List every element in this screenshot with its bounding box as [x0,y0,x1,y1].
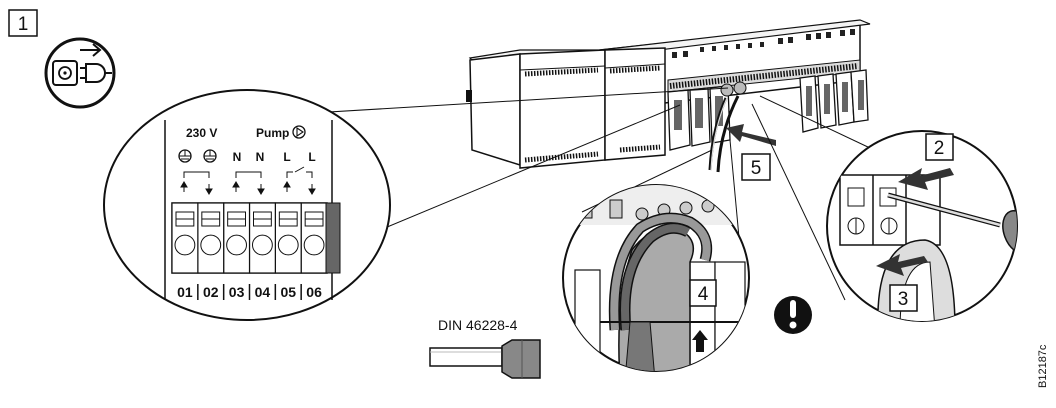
conductor-label: N [233,150,242,164]
pump-symbol-icon [292,125,306,139]
voltage-label: 230 V [186,126,217,140]
step-3-label: 3 [898,289,909,310]
conductor-label: L [308,150,315,164]
step-4-label: 4 [698,284,709,305]
circuit-brackets [183,166,313,178]
arrow-icon [180,181,316,195]
ferrule-standard-label: DIN 46228-4 [438,317,518,333]
terminal-cell [248,202,276,274]
ground-symbol-icon [203,149,217,163]
terminal-cell [197,202,225,274]
insert-arrow-icon [726,124,776,146]
terminal-number: 06 [306,284,322,300]
terminal-block [171,202,341,274]
step-2-box [925,133,954,161]
pump-label: Pump [256,126,289,140]
warning-exclamation-icon [774,296,812,334]
terminal-number: 02 [203,284,219,300]
ground-symbol-icon [178,149,192,163]
conductor-label: L [283,150,290,164]
terminal-cell [300,202,328,274]
terminal-number: 04 [255,284,271,300]
document-code: B12187c [1037,344,1049,388]
terminal-detail: 230 V Pump N N L L [103,89,391,321]
crimp-detail: 4 [562,184,750,372]
terminal-number: 05 [280,284,296,300]
wire-ferrule-icon [429,339,541,379]
power-disconnect-icon [44,37,116,109]
step-2-label: 2 [934,138,945,159]
terminal-cell [274,202,302,274]
terminal-number: 01 [177,284,193,300]
terminal-numbers: 01 02 03 04 05 06 [177,284,322,300]
step-3-box [889,284,918,312]
controller-device [466,19,871,173]
terminal-number: 03 [229,284,245,300]
conductor-label: N [256,150,265,164]
arrow-icon [898,168,954,190]
screwdriver-detail [826,130,1018,322]
step-1-label: 1 [18,14,29,35]
arrow-icon [692,330,708,352]
step-5-box [741,153,771,181]
step-5-label: 5 [751,158,762,179]
step-1-box [8,9,38,37]
terminal-cell [223,202,251,274]
terminal-cell [171,202,199,274]
arrow-icon [876,254,928,276]
